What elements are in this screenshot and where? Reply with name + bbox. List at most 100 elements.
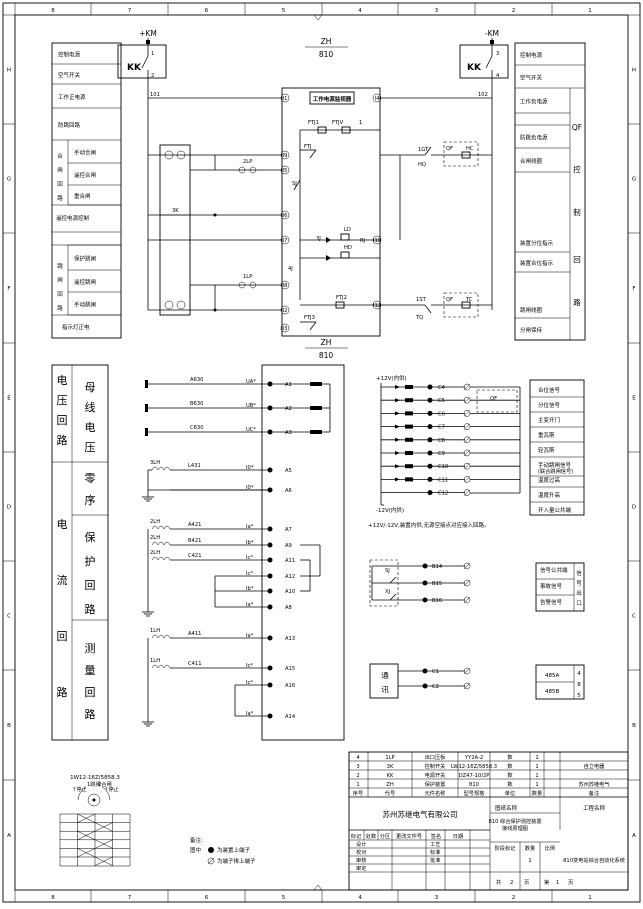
zh-num-top: 810 (319, 50, 334, 59)
digital-signal-sub: (联合跳闸信号) (538, 467, 573, 475)
sheet-no: 1 (556, 880, 559, 886)
digital-inputs: +12V(内供) -12V(内供) +12V/-12V,装置内供,无源空接点对应… (368, 374, 585, 700)
parts-code: KK (387, 773, 394, 779)
parts-qty: 1 (535, 773, 538, 779)
control-circuit: ZH 810 控制电源空气开关工作正电源防跳回路合闸回路手动合闸遥控合闸重合闸遥… (51, 29, 586, 360)
fuse (145, 404, 148, 412)
terminal-id: B16 (432, 598, 442, 604)
resistor (405, 477, 413, 482)
wire (94, 856, 113, 866)
row-marker: D (632, 505, 636, 511)
resistor (310, 430, 322, 434)
terminal-dot (427, 397, 433, 403)
relay-signal: 信号公共端 (540, 566, 568, 574)
column-marker: 5 (282, 895, 286, 901)
column-marker: 1 (588, 895, 592, 901)
svg-text:SJ: SJ (385, 568, 390, 574)
diode (395, 385, 400, 389)
parts-index: 2 (356, 773, 359, 779)
parts-note: 苏州苏继电气 (578, 780, 609, 788)
svg-text:4: 4 (496, 73, 500, 79)
wire (463, 489, 471, 496)
svg-text:讯: 讯 (381, 685, 389, 694)
row-marker: H (632, 68, 636, 74)
terminal-ring (463, 682, 471, 690)
company-name: 苏州苏继电气有限公司 (383, 809, 458, 819)
row-marker: C (632, 614, 636, 620)
protection-label: 保 (85, 530, 96, 544)
terminal-dot (422, 668, 428, 674)
svg-text:FTJ: FTJ (304, 144, 312, 150)
terminal-dot (422, 580, 428, 586)
wire (463, 476, 471, 483)
ct-label: 1LH (150, 628, 160, 634)
channel-tag: Ib* (246, 586, 254, 592)
fuse (145, 428, 148, 436)
trip-item: 手动跳闸 (74, 301, 96, 309)
parts-name: 电源开关 (425, 771, 446, 779)
column-marker: 6 (205, 8, 209, 14)
qf-group-label: 回 (573, 255, 581, 264)
zh-code-top: ZH (321, 37, 332, 46)
svg-text:SJ: SJ (292, 181, 297, 187)
parts-qty: 1 (535, 782, 538, 788)
svg-text:LD: LD (344, 227, 351, 233)
column-marker: 8 (51, 8, 55, 14)
parts-qty: 1 (535, 764, 538, 770)
svg-text:2LP: 2LP (243, 159, 252, 165)
wire (77, 848, 96, 858)
channel-tag: Ia* (246, 633, 254, 639)
wire (77, 813, 96, 823)
row-marker: F (632, 286, 635, 292)
parts-header: 备注 (589, 789, 599, 797)
project-name: 810变电站综合自动化系统 (563, 856, 625, 864)
ct-label: 2LH (150, 550, 160, 556)
zero-seq-label: 零 (85, 472, 96, 485)
svg-text:3: 3 (496, 51, 499, 57)
svg-text:FTJ2: FTJ2 (336, 295, 347, 301)
svg-text:810: 810 (319, 351, 334, 360)
analog-module (261, 364, 345, 741)
diode (395, 437, 400, 442)
terminal-id: C10 (438, 464, 448, 470)
wire-label: B421 (188, 538, 201, 544)
channel-tag: Ia* (246, 711, 254, 717)
right-label: 空气开关 (520, 74, 543, 82)
svg-text:TC: TC (465, 297, 473, 303)
row-marker: B (632, 723, 636, 729)
svg-text:TQ: TQ (415, 315, 423, 321)
terminal-id: A3 (285, 430, 292, 436)
project-label: 工程名称 (583, 804, 606, 812)
current-transformer (151, 634, 171, 639)
parts-unit: 数 (507, 771, 513, 779)
wire (463, 410, 471, 417)
svg-text:1: 1 (151, 51, 154, 57)
terminal-dot (267, 557, 273, 563)
left-label-column (51, 42, 122, 339)
digital-signal: 手动跳闸信号 (538, 461, 572, 469)
terminal-ring (463, 562, 471, 570)
terminal-id: I9 (283, 153, 288, 159)
right-label: 分闸保持 (520, 326, 543, 334)
wire-label: A421 (188, 522, 201, 528)
parts-index: 4 (356, 755, 360, 761)
role-label: 审核 (356, 856, 366, 864)
diode (395, 477, 400, 482)
relay-group-label: 号 (576, 580, 582, 587)
parts-unit: 数 (507, 753, 513, 761)
wire-label: L431 (188, 463, 201, 469)
right-label: 装置分位指示 (520, 239, 554, 247)
row-marker: A (632, 833, 636, 839)
resistor (405, 411, 413, 416)
column-marker: 5 (282, 8, 286, 14)
terminal-id: C12 (438, 491, 448, 497)
terminal-dot (267, 542, 273, 548)
right-label: 合闸线圈 (520, 157, 543, 165)
svg-text:1ST: 1ST (416, 297, 427, 303)
comm-group-label: 5 (577, 693, 581, 699)
comm-signal: 485A (545, 673, 559, 679)
terminal-ring (463, 596, 471, 604)
svg-text:图中: 图中 (190, 846, 201, 854)
diode (395, 424, 400, 429)
